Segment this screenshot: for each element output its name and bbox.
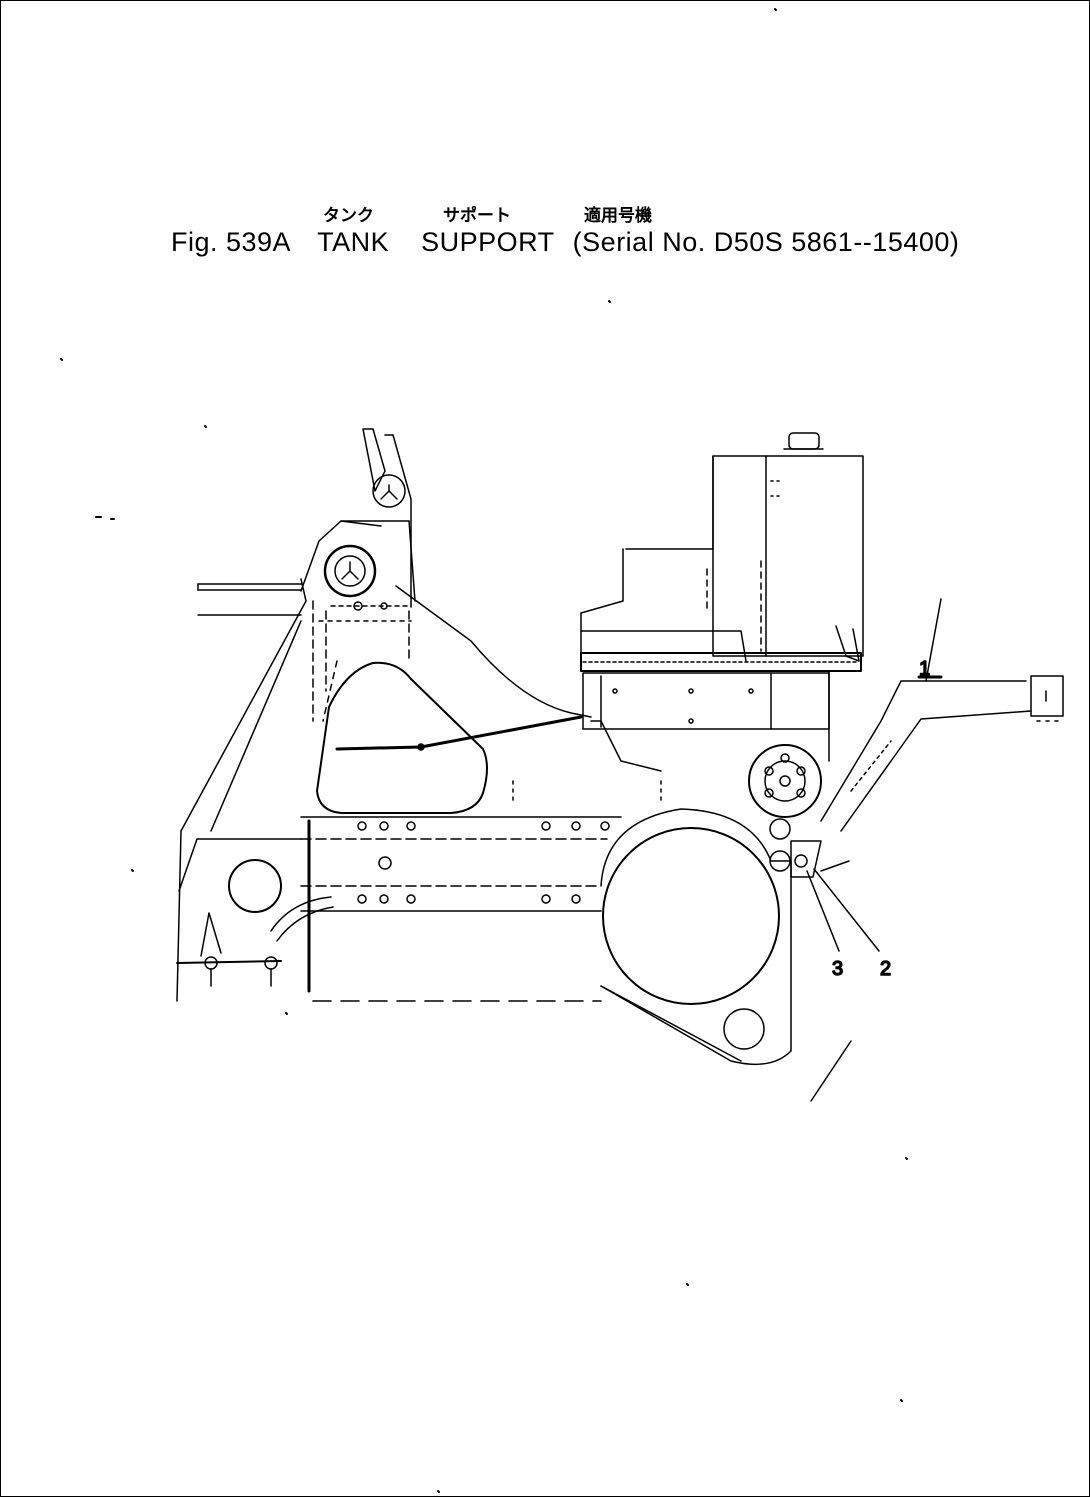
right-arm — [820, 598, 1064, 872]
main-frame-outline — [176, 585, 592, 1002]
title-tank: TANK — [317, 227, 390, 257]
left-lower-bracket — [176, 859, 334, 987]
tank-body — [580, 432, 864, 662]
reference-line — [810, 1040, 852, 1102]
left-frame-beam — [197, 578, 307, 616]
title-support: SUPPORT — [421, 227, 555, 257]
triangular-cutout — [316, 661, 583, 814]
frame-rails — [300, 720, 662, 993]
rail-bolt-holes — [357, 821, 610, 904]
title-serial-range: (Serial No. D50S 5861--15400) — [572, 227, 960, 257]
callout-1: 1 — [919, 658, 930, 680]
platform — [580, 652, 862, 762]
scan-specks — [60, 8, 908, 1493]
rear-wheel — [748, 744, 822, 818]
idler-rollers — [769, 818, 822, 878]
callout-2: 2 — [880, 958, 891, 980]
callout-3: 3 — [832, 958, 843, 980]
jp-label-tank: タンク — [323, 206, 374, 226]
figure-title: Fig. 539A TANK SUPPORT (Serial No. D50S … — [171, 227, 959, 258]
leader-lines — [806, 868, 880, 952]
jp-label-serial: 適用号機 — [584, 206, 652, 226]
sprocket-hub — [312, 808, 792, 1066]
figure-number: Fig. 539A — [171, 227, 292, 257]
upper-bracket — [300, 428, 416, 722]
jp-label-support: サポート — [443, 206, 511, 226]
